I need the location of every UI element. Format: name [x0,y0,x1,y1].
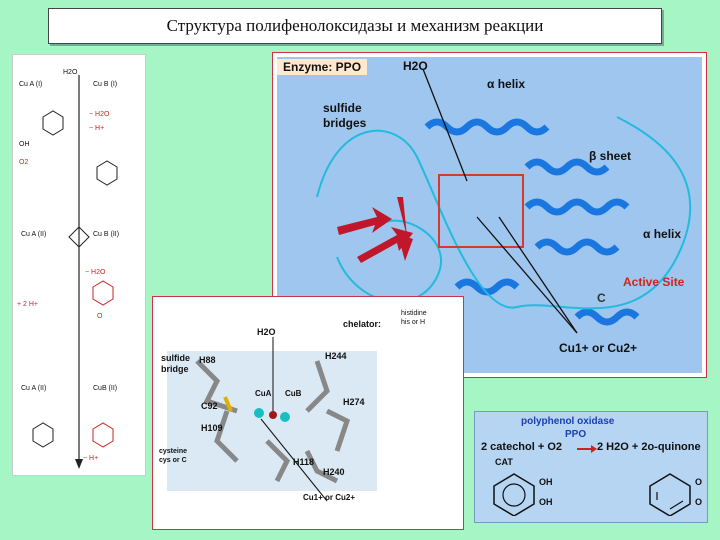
residue-h274 [325,408,351,452]
residue-h109 [214,410,239,463]
catechol-oh-2: OH [539,497,553,507]
copper-b-atom [280,412,290,422]
sulfide-bridge-label: sulfide bridge [161,353,191,374]
oh-label: OH [19,141,30,148]
mechanism-diagram [32,75,118,469]
helix-lower [454,278,520,296]
water-label: H2O [403,59,428,73]
quinone-structure [649,473,691,516]
alpha-helix-top-label: α helix [487,77,526,91]
coil-loop-2 [336,219,442,303]
sulfide-bridges-label: sulfide bridges [323,101,367,130]
h2o-label-top: H2O [63,69,78,76]
copper-a-atom [254,408,264,418]
o2-label: O2 [19,159,29,166]
cysteine-label: cysteine cys or C [159,448,188,464]
catechol-structure [493,473,535,516]
coil-loop [316,116,691,310]
catechol-ring-bottom [32,422,54,448]
ppo-label: PPO [565,429,587,440]
reaction-equation-panel: polyphenol oxidase PPO 2 catechol + O2 2… [474,411,708,523]
residue-h240 [304,449,339,484]
cu-a-label-3: Cu A (II) [21,385,47,392]
beta-strand-3 [397,197,413,261]
disulfide-bond [223,396,233,412]
h118-label: H118 [293,457,315,467]
mechanism-panel: Cu A (I) H2O Cu B (I) − H2O − H+ OH O2 C… [12,54,146,476]
h109-label: H109 [201,423,223,433]
helix-right-top [524,158,610,176]
reaction-left: 2 catechol + O2 [481,441,563,453]
copper-label-active: Cu1+ or Cu2+ [303,493,356,502]
phenolate-ring [96,160,118,186]
c-terminus-label: C [597,291,606,305]
water-oxygen-atom [269,411,277,419]
catechol-ring [42,110,64,136]
active-site-panel: H2O chelator: histidine his or H sulfide… [152,296,464,530]
quinone-o-2: O [695,497,703,507]
minus-h-label: − H+ [89,125,105,132]
cu-b-label-1: Cu B (I) [93,81,118,88]
h88-label: H88 [199,355,216,365]
copper-label: Cu1+ or Cu2+ [559,341,638,355]
helix-middle [524,198,630,216]
beta-sheet-label: β sheet [589,149,632,163]
active-site-diagram [157,301,459,525]
helix-bottom [574,308,640,326]
minus-h-label-2: − H+ [83,455,99,462]
cua-label: CuA [255,389,272,398]
plus-2h-label: + 2 H+ [17,301,39,308]
helix-top [424,118,550,136]
residue-h88 [195,359,238,414]
cu-b-label-3: CuB (II) [93,385,118,392]
h274-label: H274 [343,397,365,407]
chelator-label: chelator: [343,319,382,329]
beta-strand-1 [337,207,392,235]
enzyme-label: Enzyme: PPO [277,59,368,75]
minus-h2o-label: − H2O [89,111,110,118]
c92-label: C92 [201,401,218,411]
quinone-ring-bottom [92,422,114,448]
residue-h118 [265,439,291,483]
alpha-helix-right-label: α helix [643,227,682,241]
protein-ribbon [316,68,691,334]
h240-label: H240 [323,467,345,477]
histidine-label: histidine his or H [401,310,427,326]
slide-title-box: Структура полифенолоксидазы и механизм р… [48,8,662,44]
active-site-label: Active Site [623,275,685,289]
reaction-arrow [577,445,597,453]
cu-b-label-2: Cu B (II) [93,231,120,238]
helix-right [534,238,620,256]
quinone-o-1: O [695,477,703,487]
quinone-ring [92,280,114,306]
residue-h244 [305,360,330,413]
minus-h2o-label-2: − H2O [85,269,106,276]
structure-panel: Enzyme: PPO H2O α helix sulfide bridges … [272,52,707,378]
o-label: O [97,313,103,320]
slide-title: Структура полифенолоксидазы и механизм р… [166,16,544,35]
reaction-right: 2 H2O + 2o-quinone [597,441,701,453]
beta-strand-2 [357,227,413,263]
cu-a-label-2: Cu A (II) [21,231,47,238]
cat-label: CAT [495,457,513,467]
active-site-box [438,174,524,248]
cub-label: CuB [285,389,302,398]
h244-label: H244 [325,351,347,361]
water-label-active: H2O [257,327,276,337]
catechol-oh-1: OH [539,477,553,487]
cu-a-label-1: Cu A (I) [19,81,43,88]
enzyme-name: polyphenol oxidase [521,416,615,427]
peroxo-bridge [68,226,90,248]
